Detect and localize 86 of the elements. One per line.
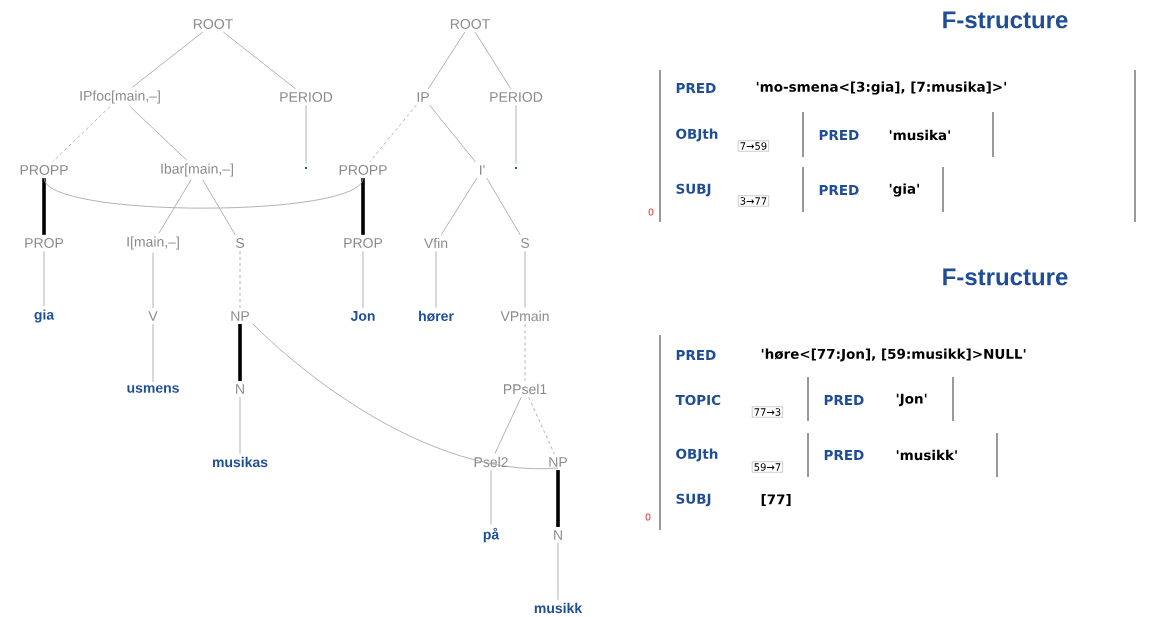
category-label: ROOT <box>450 19 490 29</box>
category-label: PERIOD <box>490 92 543 102</box>
tree-branch <box>440 177 478 236</box>
tree-branch <box>515 104 517 165</box>
node-label: PRED <box>676 350 716 360</box>
tree-branch <box>361 178 365 235</box>
category-label: IP <box>417 92 429 102</box>
tree-branch <box>524 250 526 309</box>
attribute-value-matrix: PRED 'musikk' <box>807 432 998 478</box>
attribute-value-matrix: PRED 'gia' <box>802 166 944 213</box>
node-label: 0 <box>645 513 651 521</box>
category-label: PERIOD <box>280 92 333 102</box>
word-label: på <box>483 527 500 543</box>
category-label: PROP <box>25 238 64 248</box>
tree-branch <box>152 252 154 309</box>
category-label: S <box>236 238 245 248</box>
node-label: [77] <box>761 493 791 507</box>
category-label: Ibar[main,–] <box>161 163 233 177</box>
tree-branch <box>132 31 203 88</box>
tree-branch <box>239 250 241 309</box>
node-label: 'høre<[77:Jon], [59:musikk]>NULL' <box>761 348 1026 362</box>
tree-branch <box>528 396 555 455</box>
category-label: PROPP <box>20 165 68 175</box>
category-label: I' <box>480 165 485 175</box>
attribute-value-matrix: PRED 'Jon' <box>807 376 954 422</box>
tree-branch <box>239 396 241 455</box>
tree-branch <box>152 323 154 383</box>
category-label: N <box>554 530 562 540</box>
tree-branch <box>435 250 437 308</box>
tree-branch <box>42 178 46 235</box>
node-label: OBJth <box>676 128 718 142</box>
node-label: PRED <box>676 83 716 93</box>
word-label: Jon <box>350 311 375 321</box>
tree-branch <box>524 323 526 382</box>
category-label: NP <box>231 311 249 321</box>
node-label: 77→3 <box>754 408 781 416</box>
word-label: musikk <box>534 602 583 614</box>
category-label: N <box>236 384 244 394</box>
tree-branch <box>238 324 242 381</box>
word-label: musikas <box>212 456 268 468</box>
tree-branch <box>252 323 559 469</box>
tree-branch <box>427 31 466 90</box>
tree-branch <box>556 470 560 527</box>
tree-branch <box>486 177 521 236</box>
node-label: 'mo-smena<[3:gia], [7:musika]>' <box>756 81 1007 95</box>
tree-branch <box>490 469 492 525</box>
category-label: Psel2 <box>474 456 508 468</box>
tree-branch <box>43 250 45 307</box>
tree-branch <box>223 31 297 90</box>
category-label: I[main,–] <box>127 236 179 250</box>
tree-branch <box>305 104 307 165</box>
tree-branch <box>129 106 188 161</box>
node-label: SUBJ <box>676 183 711 197</box>
tree-branch <box>494 396 522 455</box>
heading: F-structure <box>943 11 1068 29</box>
node-label: 0 <box>648 208 654 216</box>
category-label: PROPP <box>339 165 387 175</box>
node-label: TOPIC <box>675 394 721 406</box>
word-label: . <box>515 166 517 170</box>
tree-branch <box>362 250 364 309</box>
word-label: usmens <box>127 385 179 393</box>
tree-branch <box>202 179 236 236</box>
tree-branch <box>369 104 417 163</box>
tree-branch <box>474 31 512 90</box>
category-label: NP <box>549 457 567 467</box>
word-label: gia <box>34 309 55 323</box>
tree-branch <box>43 177 364 209</box>
word-label: . <box>305 166 307 170</box>
node-label: OBJth <box>676 448 718 462</box>
category-label: ROOT <box>193 19 233 29</box>
category-label: PPsel1 <box>503 383 547 395</box>
node-label: 3→77 <box>740 197 767 205</box>
category-label: IPfoc[main,–] <box>80 90 160 104</box>
tree-branch <box>557 542 559 601</box>
tree-branch <box>52 106 111 163</box>
node-label: SUBJ <box>676 493 711 507</box>
category-label: VPmain <box>500 310 549 322</box>
category-label: V <box>148 311 158 321</box>
tree-branch <box>429 104 476 163</box>
attribute-value-matrix: PRED 'musika' <box>802 111 994 158</box>
category-label: S <box>521 238 530 248</box>
heading: F-structure <box>943 268 1068 286</box>
word-label: hører <box>419 310 454 322</box>
tree-branch <box>158 179 192 234</box>
category-label: Vfin <box>424 237 448 249</box>
category-label: PROP <box>344 238 383 248</box>
